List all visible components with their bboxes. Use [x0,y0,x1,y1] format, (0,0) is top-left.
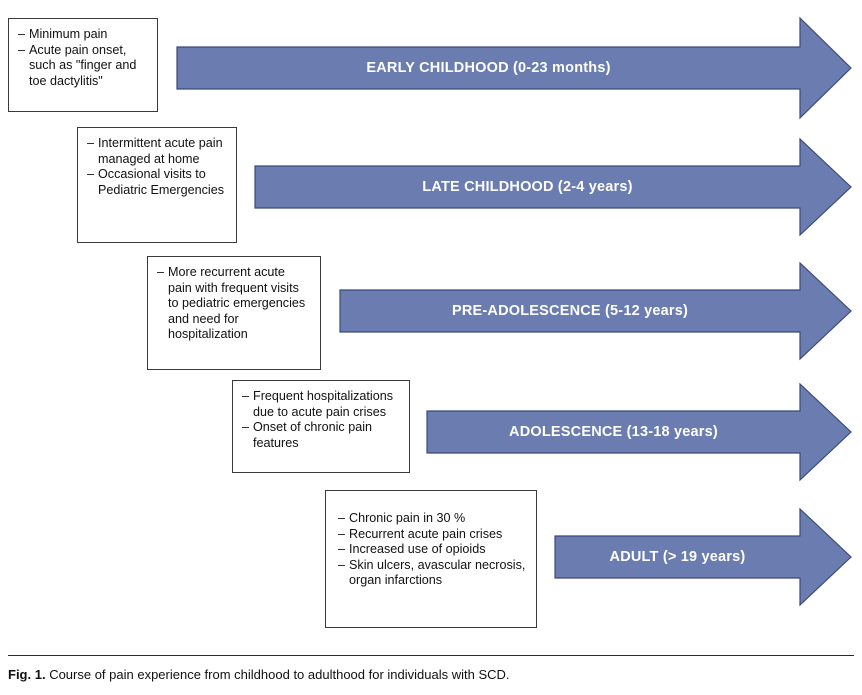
arrow-early-childhood [176,16,852,120]
figure-caption-text: Course of pain experience from childhood… [49,667,510,682]
bullet-text: Recurrent acute pain crises [349,526,503,541]
list-item: –Recurrent acute pain crises [338,527,527,543]
list-item: –Occasional visits to Pediatric Emergenc… [87,167,227,198]
description-box-pre-adolescence: –More recurrent acute pain with frequent… [147,256,321,370]
dash-marker: – [242,389,250,403]
description-box-adult: –Chronic pain in 30 % –Recurrent acute p… [325,490,537,628]
list-item: –Increased use of opioids [338,542,527,558]
bullet-text: Intermittent acute pain managed at home [98,136,223,166]
bullet-list-pre-adolescence: –More recurrent acute pain with frequent… [157,265,311,343]
arrow-adolescence [426,382,852,482]
list-item: –More recurrent acute pain with frequent… [157,265,311,343]
list-item: –Frequent hospitalizations due to acute … [242,389,400,420]
dash-marker: – [242,420,250,435]
list-item: –Onset of chronic pain features [242,420,400,451]
arrow-pre-adolescence [339,261,852,361]
description-box-late-childhood: –Intermittent acute pain managed at home… [77,127,237,243]
description-box-early-childhood: –Minimum pain –Acute pain onset, such as… [8,18,158,112]
figure-caption: Fig. 1. Course of pain experience from c… [8,666,854,683]
bullet-list-adolescence: –Frequent hospitalizations due to acute … [242,389,400,451]
bullet-list-early-childhood: –Minimum pain –Acute pain onset, such as… [18,27,148,89]
bullet-text: More recurrent acute pain with frequent … [168,265,306,342]
bullet-text: Minimum pain [29,27,108,41]
list-item: –Skin ulcers, avascular necrosis, organ … [338,558,527,589]
dash-marker: – [18,42,26,57]
dash-marker: – [338,542,346,557]
caption-divider [8,655,854,657]
bullet-text: Onset of chronic pain features [253,420,373,450]
list-item: –Chronic pain in 30 % [338,511,527,527]
arrow-late-childhood [254,137,852,237]
description-box-adolescence: –Frequent hospitalizations due to acute … [232,380,410,473]
bullet-text: Increased use of opioids [349,542,486,557]
bullet-list-late-childhood: –Intermittent acute pain managed at home… [87,136,227,198]
arrow-adult [554,507,852,607]
list-item: –Intermittent acute pain managed at home [87,136,227,167]
bullet-text: Acute pain onset, such as "finger and to… [29,42,137,88]
dash-marker: – [18,27,26,41]
list-item: –Acute pain onset, such as "finger and t… [18,43,148,90]
bullet-text: Skin ulcers, avascular necrosis, organ i… [349,557,526,588]
bullet-text: Occasional visits to Pediatric Emergenci… [98,167,224,197]
bullet-text: Chronic pain in 30 % [349,511,466,525]
list-item: –Minimum pain [18,27,148,43]
dash-marker: – [338,526,346,541]
bullet-text: Frequent hospitalizations due to acute p… [253,389,394,419]
dash-marker: – [338,557,346,572]
figure-number: Fig. 1. [8,667,46,682]
dash-marker: – [87,167,95,182]
dash-marker: – [157,265,165,279]
bullet-list-adult: –Chronic pain in 30 % –Recurrent acute p… [338,511,527,589]
dash-marker: – [87,136,95,150]
dash-marker: – [338,511,346,525]
